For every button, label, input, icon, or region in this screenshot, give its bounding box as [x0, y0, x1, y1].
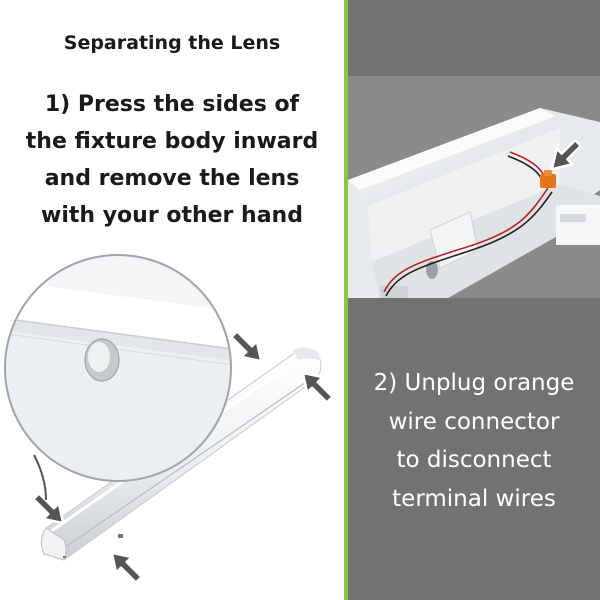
- orange-connector: [540, 174, 556, 188]
- step1-line: and remove the lens: [44, 166, 300, 191]
- step2-line: wire connector: [388, 408, 560, 435]
- panel-divider: [344, 0, 348, 600]
- step2-line: terminal wires: [392, 485, 556, 512]
- fixture-interior-photo: [348, 76, 600, 298]
- step2-instructions: 2) Unplug orange wire connector to disco…: [348, 364, 600, 518]
- step1-line: the fixture body inward: [25, 129, 319, 154]
- arrow-pointer-icon: [32, 492, 65, 525]
- section-title: Separating the Lens: [63, 32, 281, 54]
- arrow-pointer-icon: [110, 551, 143, 584]
- arrow-pointer-icon: [301, 371, 334, 404]
- step1-instructions: 1) Press the sides of the fixture body i…: [0, 86, 344, 234]
- zoom-detail-circle: [4, 254, 232, 482]
- step1-line: with your other hand: [41, 203, 303, 228]
- step1-line: 1) Press the sides of: [44, 92, 300, 117]
- step2-line: 2) Unplug orange: [373, 370, 575, 396]
- arrow-pointer-icon: [550, 138, 583, 171]
- step2-line: to disconnect: [396, 447, 552, 473]
- arrow-pointer-icon: [230, 330, 263, 363]
